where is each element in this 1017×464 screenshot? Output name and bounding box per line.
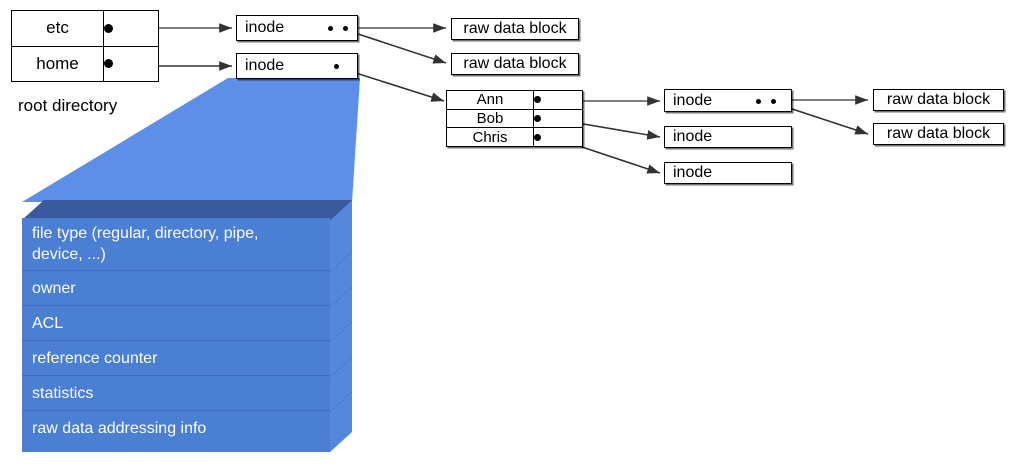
pointer-dot-icon xyxy=(104,59,113,69)
inode-box-chris[interactable]: inode xyxy=(664,162,792,184)
inode-pointer-dot-icon xyxy=(334,64,339,69)
root-directory-caption: root directory xyxy=(18,96,118,115)
inode-box-ann[interactable]: inode xyxy=(664,89,792,112)
inode-detail-row-acl[interactable]: ACL xyxy=(22,306,330,341)
home-dir-row-bob[interactable]: Bob xyxy=(447,109,582,129)
inode-detail-row-raw-data-addressing-info[interactable]: raw data addressing info xyxy=(22,411,330,452)
inode-pointer-dot-icon xyxy=(328,26,333,31)
inode-label: inode xyxy=(245,19,285,36)
inode-label: inode xyxy=(673,128,713,145)
home-dir-entry-pointer-bob[interactable] xyxy=(534,110,541,128)
inode-label: inode xyxy=(673,164,713,181)
root-dir-entry-pointer-etc[interactable] xyxy=(104,11,113,46)
inode-box-bob[interactable]: inode xyxy=(664,126,792,148)
root-dir-entry-pointer-home[interactable] xyxy=(104,47,113,82)
pointer-dot-icon xyxy=(534,115,541,122)
inode-detail-label: file type (regular, directory, pipe, dev… xyxy=(32,225,259,263)
inode-detail-label: raw data addressing info xyxy=(32,420,207,437)
inode-pointer-dot-icon xyxy=(771,99,776,104)
inode-detail-row-file-type[interactable]: file type (regular, directory, pipe, dev… xyxy=(22,218,330,271)
home-dir-row-ann[interactable]: Ann xyxy=(447,91,582,110)
panel-top-face xyxy=(22,200,352,220)
root-dir-entry-name-home: home xyxy=(12,46,104,81)
inode-pointer-dot-icon xyxy=(756,99,761,104)
home-dir-entry-pointer-ann[interactable] xyxy=(534,91,541,109)
inode-detail-row-owner[interactable]: owner xyxy=(22,271,330,306)
pointer-dot-icon xyxy=(534,133,541,141)
inode-box-etc[interactable]: inode xyxy=(236,15,358,41)
inode-label: inode xyxy=(245,57,285,74)
root-dir-entry-name-etc: etc xyxy=(12,11,104,46)
raw-data-block-etc-1[interactable]: raw data block xyxy=(451,18,579,40)
raw-data-block-ann-1[interactable]: raw data block xyxy=(873,89,1004,111)
home-dir-entry-name-bob: Bob xyxy=(447,109,534,128)
inode-detail-label: owner xyxy=(32,280,76,297)
raw-data-block-etc-2[interactable]: raw data block xyxy=(451,53,579,75)
home-dir-entry-name-chris: Chris xyxy=(447,128,534,147)
root-dir-row-etc[interactable]: etc xyxy=(12,11,158,47)
raw-data-block-ann-2[interactable]: raw data block xyxy=(873,123,1004,145)
root-dir-row-home[interactable]: home xyxy=(12,46,158,82)
inode-label: inode xyxy=(673,91,713,109)
inode-detail-row-reference-counter[interactable]: reference counter xyxy=(22,341,330,376)
pointer-dot-icon xyxy=(534,96,541,104)
root-directory-table: etc home xyxy=(11,10,159,82)
arrow-inode-etc-to-rdb2 xyxy=(345,29,447,64)
inode-detail-label: statistics xyxy=(32,385,94,402)
inode-box-home[interactable]: inode xyxy=(236,53,358,79)
inode-detail-label: reference counter xyxy=(32,350,158,367)
inode-detail-row-statistics[interactable]: statistics xyxy=(22,376,330,411)
inode-pointer-dot-icon xyxy=(343,26,348,31)
home-dir-entry-name-ann: Ann xyxy=(447,91,534,109)
inode-detail-panel: file type (regular, directory, pipe, dev… xyxy=(22,200,352,452)
home-dir-entry-pointer-chris[interactable] xyxy=(534,128,541,146)
panel-side-face xyxy=(330,200,352,452)
home-dir-row-chris[interactable]: Chris xyxy=(447,128,582,147)
inode-detail-label: ACL xyxy=(32,315,64,332)
home-directory-table: Ann Bob Chris xyxy=(446,90,583,147)
pointer-dot-icon xyxy=(104,23,113,33)
